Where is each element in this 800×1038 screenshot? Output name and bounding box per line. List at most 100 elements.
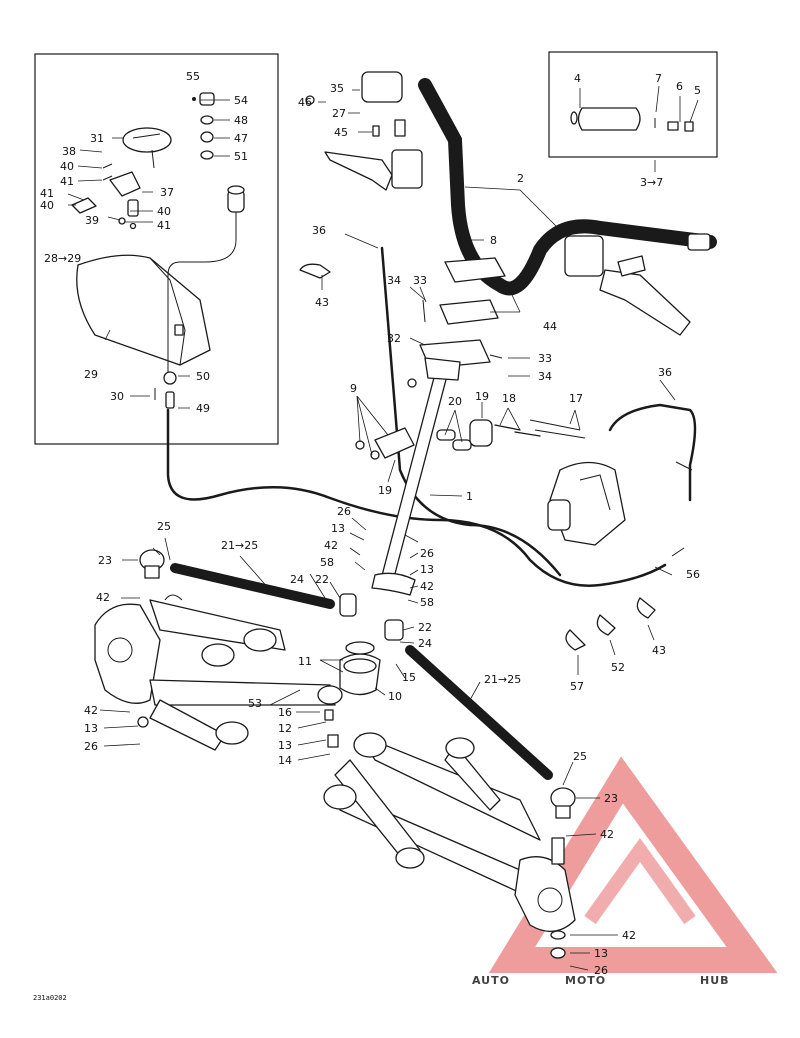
watermark-wordmark: AUTO MOTO HUB [472, 974, 730, 987]
part-label: 13 [594, 947, 608, 960]
part-label: 11 [298, 655, 312, 668]
part-label: 44 [543, 320, 557, 333]
part-label: 20 [448, 395, 462, 408]
headlight-housing-part [76, 254, 211, 366]
part-label: 33 [413, 274, 427, 287]
part-label: 13 [420, 563, 434, 576]
left-suspension [94, 594, 343, 751]
part-label: 46 [298, 96, 312, 109]
part-label: 30 [110, 390, 124, 403]
watermark-logo [488, 756, 778, 973]
part-label: 49 [196, 402, 210, 415]
part-label: 50 [196, 370, 210, 383]
part-labels: 55 54 48 47 51 31 38 40 41 37 41 40 39 4… [33, 70, 701, 1002]
part-label: 43 [652, 644, 666, 657]
part-label: 31 [90, 132, 104, 145]
carburetor [547, 461, 626, 546]
part-label: 52 [611, 661, 625, 674]
part-label: 29 [84, 368, 98, 381]
part-label: 34 [538, 370, 552, 383]
part-label: 36 [658, 366, 672, 379]
steering-column [371, 357, 461, 596]
part-label: 24 [290, 573, 304, 586]
part-label: 21→25 [221, 539, 258, 552]
part-label: 32 [387, 332, 401, 345]
inset-left-parts [71, 92, 245, 409]
master-cylinder-part [361, 71, 403, 103]
left-lever-assembly [305, 71, 423, 191]
speedometer-part [122, 127, 172, 153]
part-label: 21→25 [484, 673, 521, 686]
part-label: 8 [490, 234, 497, 247]
part-label: 3→7 [640, 176, 663, 189]
part-label: 40 [60, 160, 74, 173]
part-label: 37 [160, 186, 174, 199]
part-label: 14 [278, 754, 292, 767]
cable-ties [299, 263, 656, 651]
part-label: 26 [84, 740, 98, 753]
part-label: 1 [466, 490, 473, 503]
part-label: 24 [418, 637, 432, 650]
diagram-code: 231a0202 [33, 994, 67, 1002]
part-label: 42 [622, 929, 636, 942]
part-label: 56 [686, 568, 700, 581]
right-knuckle-part [514, 856, 576, 932]
part-label: 4 [574, 72, 581, 85]
leader-lines [67, 85, 699, 971]
part-label: 6 [676, 80, 683, 93]
lower-column-bearing [324, 641, 381, 748]
part-label: 28→29 [44, 252, 81, 265]
part-label: 12 [278, 722, 292, 735]
part-label: 25 [573, 750, 587, 763]
part-label: 39 [85, 214, 99, 227]
watermark-inner-icon [584, 837, 696, 925]
watermark-text-moto: MOTO [565, 974, 606, 987]
handlebar [418, 78, 717, 296]
inset-right-parts [570, 107, 694, 132]
part-label: 2 [517, 172, 524, 185]
column-clamp-parts [355, 378, 586, 460]
tie-rods [139, 549, 576, 819]
part-label: 36 [312, 224, 326, 237]
part-label: 26 [594, 964, 608, 977]
part-label: 57 [570, 680, 584, 693]
inset-box-left [34, 53, 279, 445]
part-label: 45 [334, 126, 348, 139]
part-label: 25 [157, 520, 171, 533]
part-label: 41 [157, 219, 171, 232]
part-label: 13 [331, 522, 345, 535]
part-label: 17 [569, 392, 583, 405]
part-label: 53 [248, 697, 262, 710]
part-label: 58 [420, 596, 434, 609]
part-label: 55 [186, 70, 200, 83]
part-label: 54 [234, 94, 248, 107]
part-label: 23 [98, 554, 112, 567]
part-label: 16 [278, 706, 292, 719]
part-label: 18 [502, 392, 516, 405]
part-label: 7 [655, 72, 662, 85]
part-label: 5 [694, 84, 701, 97]
part-label: 42 [96, 591, 110, 604]
grip-part [577, 107, 641, 131]
part-label: 15 [402, 671, 416, 684]
part-label: 51 [234, 150, 248, 163]
part-label: 13 [278, 739, 292, 752]
part-label: 22 [315, 573, 329, 586]
part-label: 10 [388, 690, 402, 703]
part-label: 23 [604, 792, 618, 805]
part-label: 42 [600, 828, 614, 841]
part-label: 33 [538, 352, 552, 365]
part-label: 41 [60, 175, 74, 188]
watermark-text-hub: HUB [700, 974, 730, 987]
watermark-triangle-icon [488, 756, 778, 973]
part-label: 47 [234, 132, 248, 145]
right-suspension [323, 732, 576, 959]
part-label: 43 [315, 296, 329, 309]
part-label: 27 [332, 107, 346, 120]
part-label: 48 [234, 114, 248, 127]
part-label: 19 [378, 484, 392, 497]
part-label: 42 [420, 580, 434, 593]
part-label: 19 [475, 390, 489, 403]
part-label: 58 [320, 556, 334, 569]
